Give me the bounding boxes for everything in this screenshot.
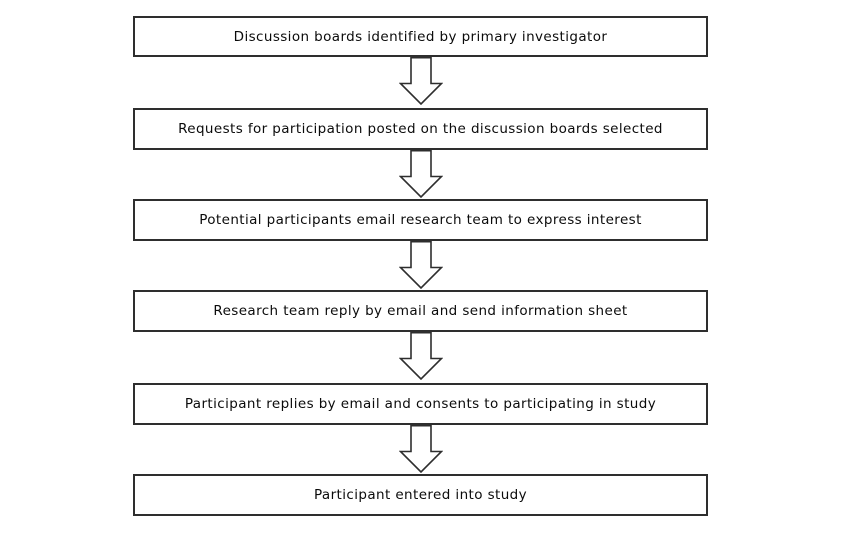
flow-step-box-5: Participant replies by email and consent… (133, 383, 708, 425)
flow-step-box-3: Potential participants email research te… (133, 199, 708, 241)
flow-step-label: Participant replies by email and consent… (184, 396, 657, 412)
down-arrow-icon (399, 57, 443, 105)
down-arrow-icon (399, 332, 443, 380)
flow-step-label: Research team reply by email and send in… (213, 303, 628, 319)
flow-step-box-4: Research team reply by email and send in… (133, 290, 708, 332)
down-arrow-icon (399, 150, 443, 198)
down-arrow-icon (399, 425, 443, 473)
flow-step-box-6: Participant entered into study (133, 474, 708, 516)
flow-step-label: Potential participants email research te… (199, 212, 642, 228)
flow-step-box-1: Discussion boards identified by primary … (133, 16, 708, 57)
flow-step-box-2: Requests for participation posted on the… (133, 108, 708, 150)
flow-step-label: Discussion boards identified by primary … (233, 28, 608, 45)
flow-step-label: Requests for participation posted on the… (178, 121, 663, 137)
flow-step-label: Participant entered into study (313, 487, 528, 503)
down-arrow-icon (399, 241, 443, 289)
